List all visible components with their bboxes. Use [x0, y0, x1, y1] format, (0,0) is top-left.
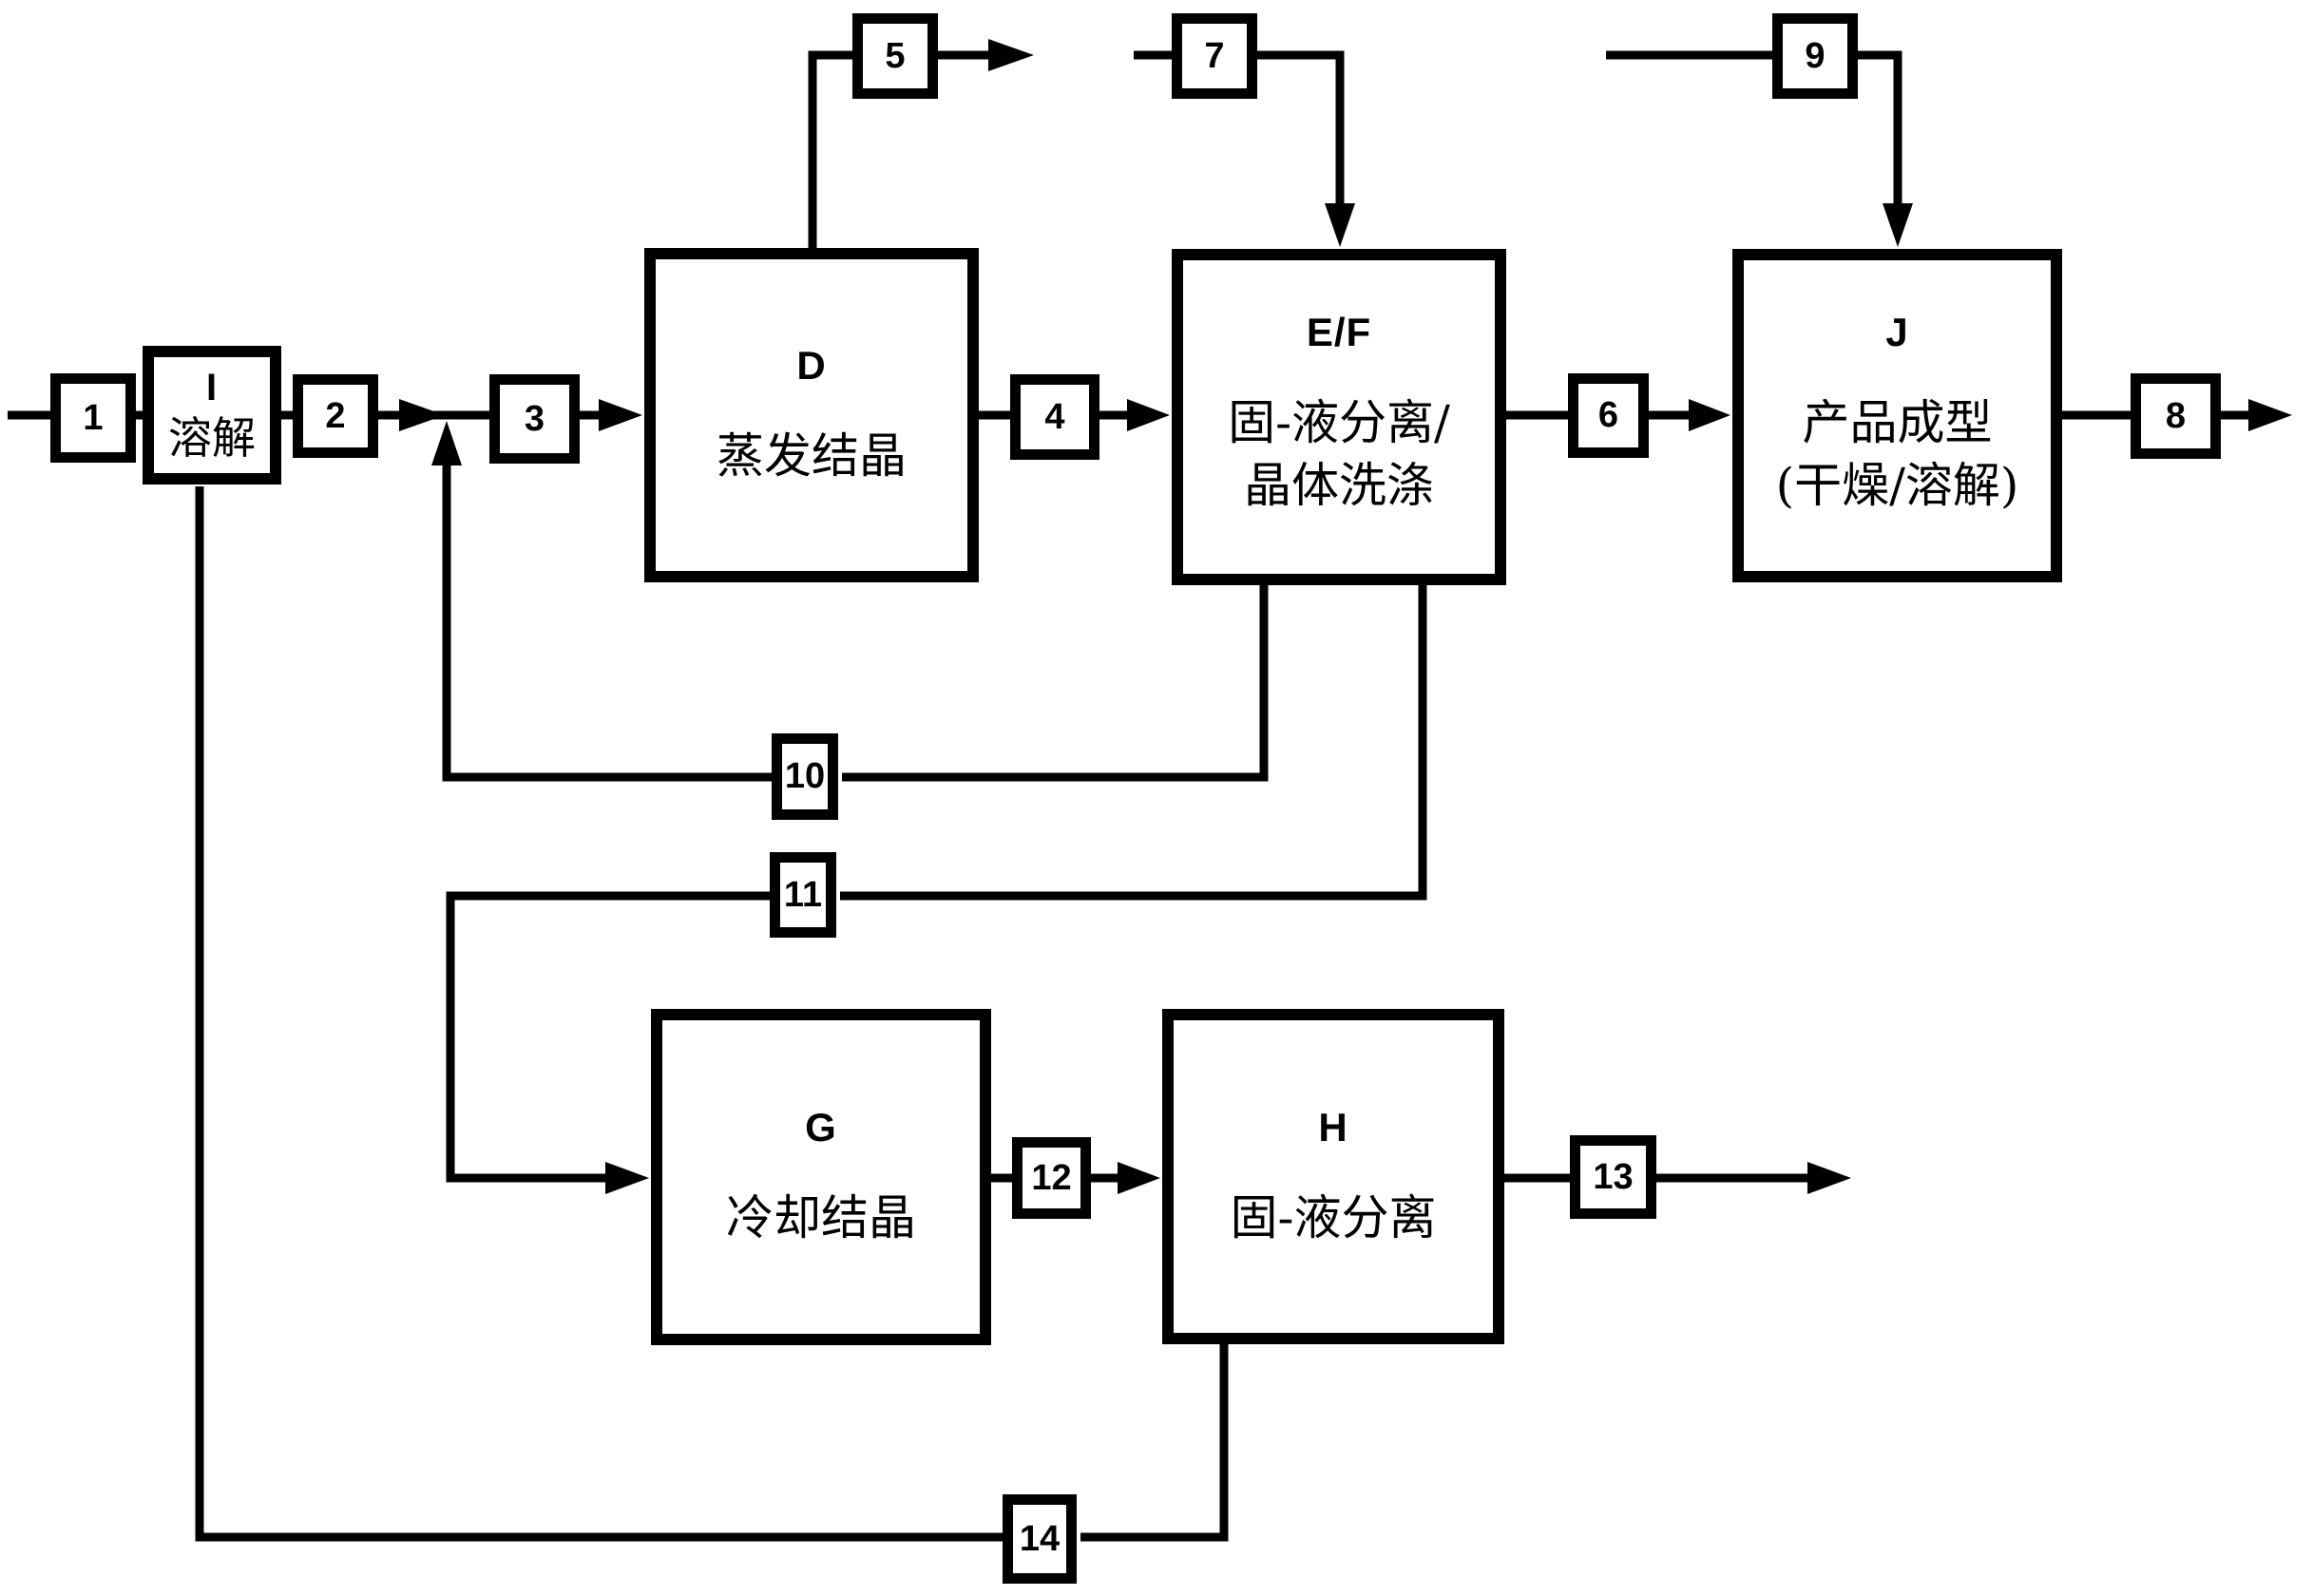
- process-text-ef-line1: 固-液分离/: [1228, 395, 1450, 450]
- stream-box-14: 14: [1003, 1494, 1077, 1584]
- arrowhead-stream-7: [1325, 203, 1355, 247]
- stream-box-13: 13: [1570, 1135, 1656, 1219]
- arrowhead-stream-4: [1127, 399, 1170, 431]
- arrowhead-stream-5: [988, 39, 1034, 71]
- process-text-i: 溶解: [168, 412, 256, 464]
- stream-label-9: 9: [1805, 35, 1826, 76]
- stream-label-10: 10: [784, 756, 826, 796]
- process-text-g: 冷却结晶: [726, 1190, 916, 1245]
- process-letter-j: J: [1885, 310, 1909, 354]
- ef-to-stream-11-line: [840, 581, 1427, 901]
- arrowhead-stream-10: [431, 421, 462, 466]
- stream-label-1: 1: [83, 397, 104, 438]
- process-box-i-dissolution: I 溶解: [143, 346, 281, 484]
- arrowhead-stream-2: [399, 399, 445, 431]
- stream-box-12: 12: [1012, 1137, 1091, 1219]
- stream-box-4: 4: [1010, 374, 1099, 460]
- stream-label-2: 2: [325, 395, 346, 436]
- stream-label-12: 12: [1031, 1157, 1072, 1198]
- process-letter-ef: E/F: [1306, 310, 1372, 354]
- stream-label-3: 3: [524, 398, 545, 439]
- process-text-j-line2: (干燥/溶解): [1775, 458, 2019, 513]
- stream-11-to-g-line: [446, 891, 774, 1183]
- stream-label-4: 4: [1044, 396, 1065, 437]
- arrowhead-stream-9: [1883, 203, 1913, 247]
- stream-label-13: 13: [1593, 1156, 1634, 1197]
- process-text-h: 固-液分离: [1230, 1189, 1437, 1245]
- process-letter-i: I: [205, 367, 219, 408]
- arrowhead-stream-8: [2248, 399, 2292, 431]
- d-to-stream-5-line: [808, 50, 854, 249]
- stream-box-6: 6: [1568, 373, 1649, 458]
- ef-to-stream-10-line: [842, 581, 1269, 782]
- process-box-ef-solid-liquid-separation-crystal-washing: E/F 固-液分离/ 晶体洗涤: [1172, 249, 1506, 585]
- arrowhead-stream-6: [1689, 399, 1730, 431]
- stream-box-10: 10: [772, 733, 838, 820]
- h-to-stream-14-line: [1080, 1340, 1229, 1542]
- process-text-j-line1: 产品成型: [1802, 395, 1993, 450]
- stream-box-8: 8: [2131, 373, 2221, 459]
- process-box-g-cooling-crystallization: G 冷却结晶: [651, 1009, 991, 1345]
- stream-label-11: 11: [783, 874, 823, 915]
- process-letter-g: G: [805, 1105, 837, 1150]
- stream-box-1: 1: [50, 373, 136, 463]
- process-letter-d: D: [796, 343, 827, 388]
- stream-box-3: 3: [489, 374, 580, 464]
- process-box-h-solid-liquid-separation: H 固-液分离: [1162, 1009, 1504, 1344]
- stream-14-to-dissolve-line: [195, 486, 1006, 1542]
- stream-label-14: 14: [1019, 1518, 1061, 1559]
- stream-label-6: 6: [1597, 395, 1619, 435]
- stream-label-7: 7: [1204, 35, 1225, 76]
- process-text-d: 蒸发结晶: [717, 428, 907, 484]
- arrowhead-stream-13: [1807, 1162, 1851, 1194]
- stream-10-recycle-line: [442, 466, 775, 782]
- process-box-d-evaporative-crystallization: D 蒸发结晶: [644, 248, 979, 582]
- arrowhead-stream-12: [1118, 1162, 1160, 1194]
- stream-label-8: 8: [2165, 395, 2187, 436]
- stream-box-5: 5: [852, 13, 938, 99]
- stream-box-7: 7: [1172, 13, 1257, 99]
- process-text-ef-line2: 晶体洗涤: [1244, 458, 1434, 513]
- stream-box-11: 11: [770, 852, 836, 938]
- arrowhead-stream-3: [599, 399, 642, 431]
- stream-box-9: 9: [1772, 13, 1858, 99]
- arrowhead-stream-11: [605, 1162, 649, 1194]
- process-box-j-product-forming: J 产品成型 (干燥/溶解): [1732, 249, 2062, 582]
- stream-box-2: 2: [293, 374, 378, 458]
- stream-label-5: 5: [885, 35, 906, 76]
- stream-9-to-j-line: [1854, 50, 1902, 207]
- process-letter-h: H: [1318, 1104, 1348, 1150]
- stream-7-to-ef-line: [1255, 50, 1345, 207]
